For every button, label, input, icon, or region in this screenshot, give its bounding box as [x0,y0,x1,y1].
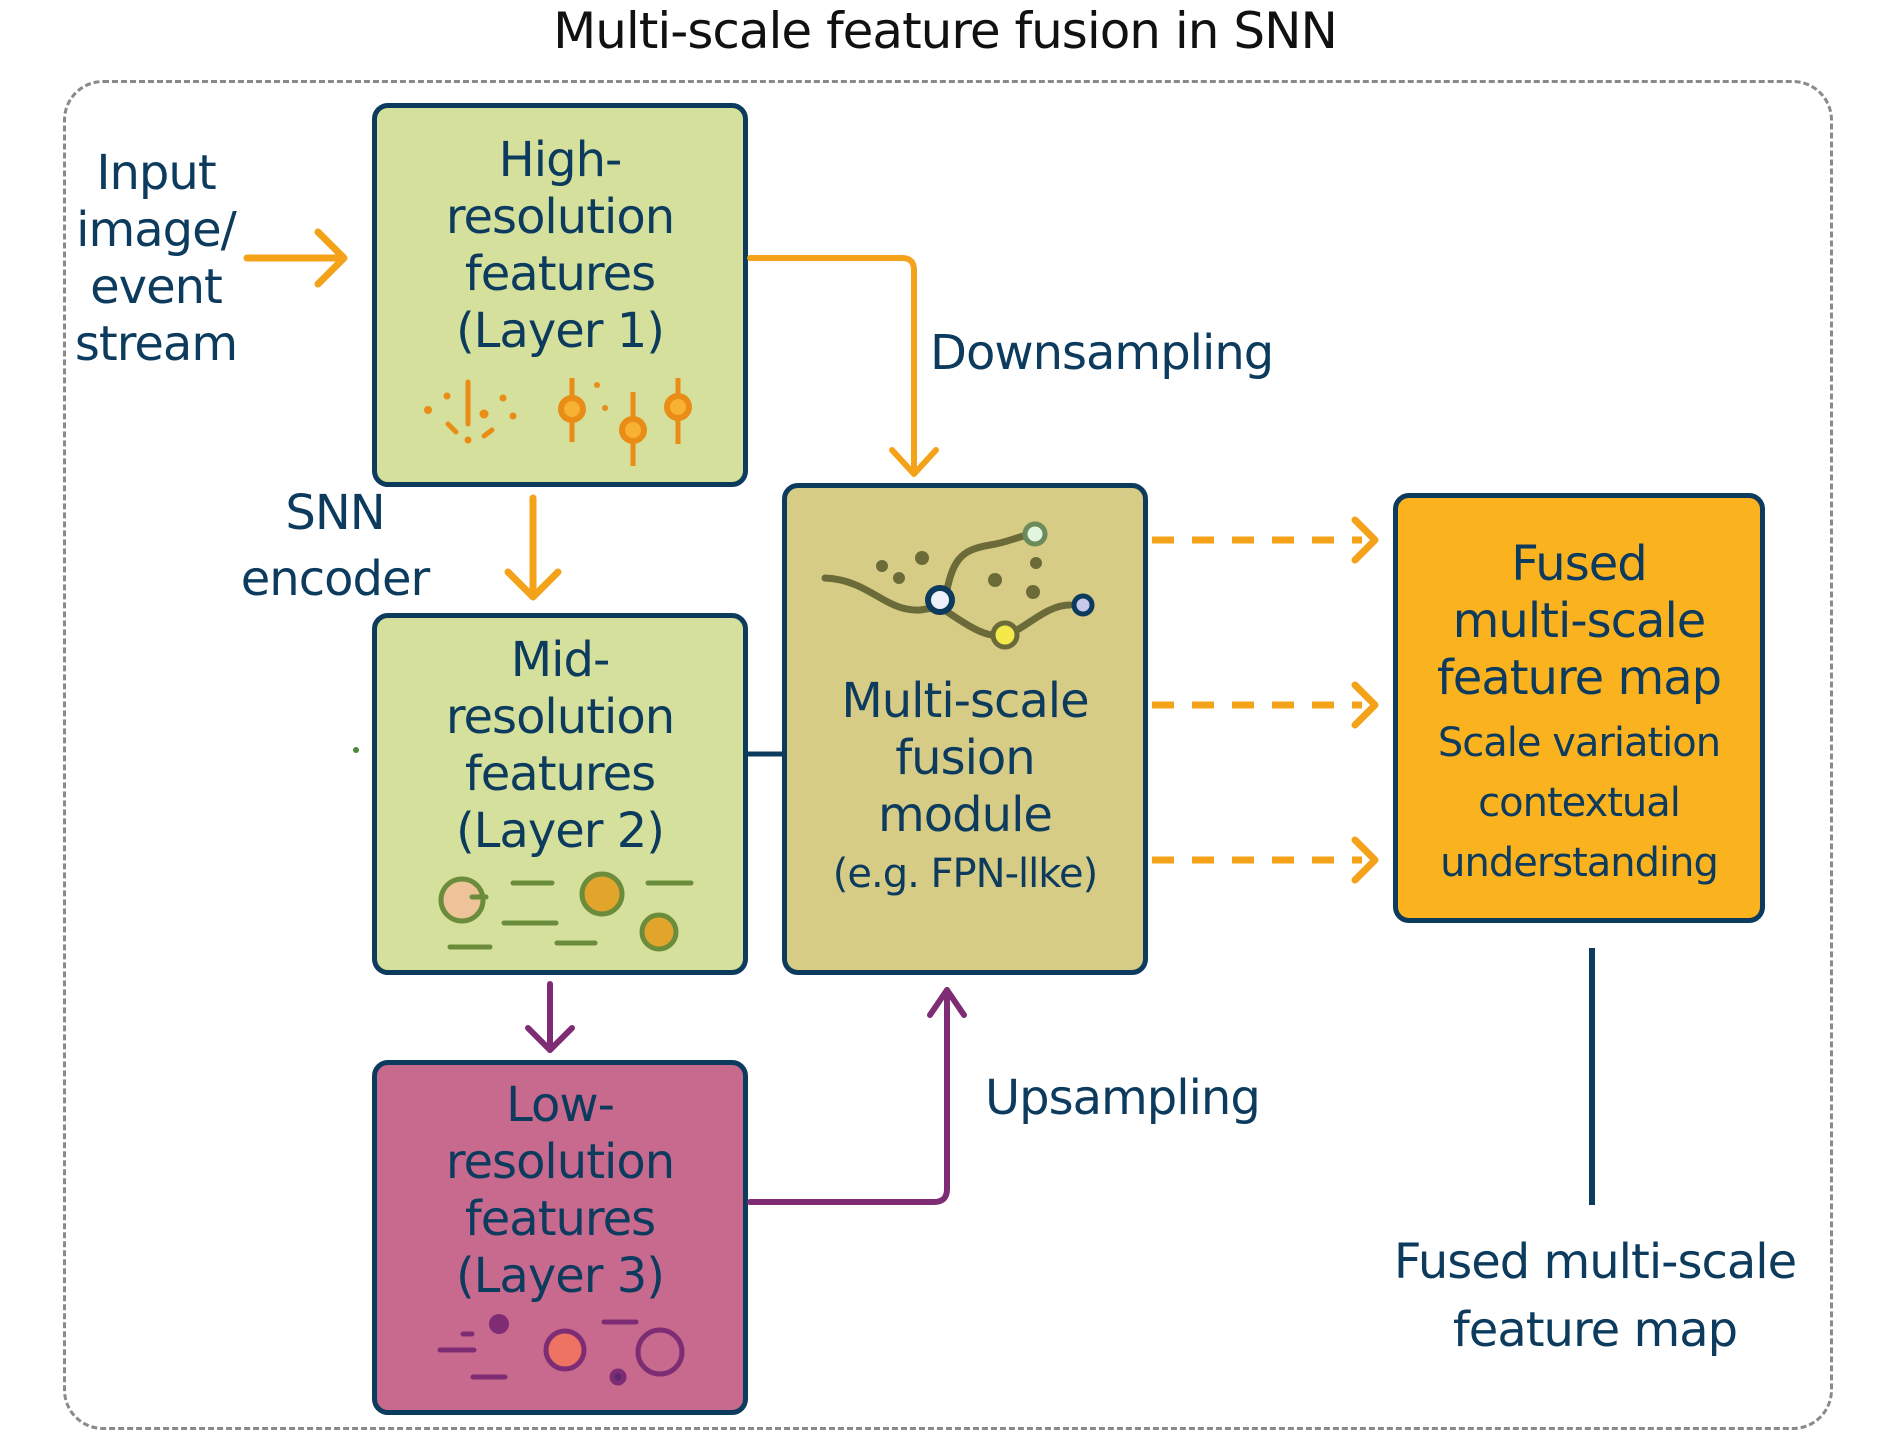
box-label-line: module [878,787,1053,843]
encoder-arrow-mid-to-low [525,981,575,1053]
box-label-line: (Layer 1) [455,303,665,359]
box-label-line: (Layer 2) [455,803,665,859]
box-sub-line: understanding [1440,840,1719,886]
low-features-icon [437,1314,685,1386]
fusion-module-box[interactable]: Multi-scale fusion module (e.g. FPN-llke… [782,483,1148,975]
fusion-note: (e.g. FPN-llke) [832,851,1098,897]
box-label-line: feature map [1436,650,1722,706]
input-label-line: stream [74,316,238,372]
box-label-line: Multi-scale [841,673,1089,729]
fusion-output-arrow [1152,836,1379,884]
box-sub-line: contextual [1478,780,1681,826]
downsampling-arrow [747,255,939,477]
upsampling-label: Upsampling [985,1070,1261,1126]
upsampling-arrow [747,987,967,1205]
encoder-arrow-high-to-mid [504,494,562,601]
fusion-output-arrow [1152,516,1379,564]
box-label-line: features [464,1191,656,1247]
box-label-line: resolution [445,189,675,245]
spike-events-icon [424,379,517,444]
box-label-line: features [464,746,656,802]
snn-encoder-label: SNN encoder [225,480,445,612]
box-label-line: multi-scale [1452,593,1707,649]
box-sub-line: Scale variation [1437,720,1721,766]
input-label: Input image/ event stream [66,145,246,373]
box-label-line: resolution [445,1134,675,1190]
box-label-line: resolution [445,689,675,745]
mid-features-icon [438,871,694,952]
box-label-line: Low- [506,1077,615,1133]
output-label: Fused multi-scale feature map [1330,1228,1860,1364]
dashed-frame [63,80,1833,1430]
mid-resolution-box[interactable]: Mid- resolution features (Layer 2) [372,613,748,975]
output-label-line: feature map [1452,1302,1738,1358]
input-label-line: image/ [76,202,237,258]
box-label-line: features [464,246,656,302]
high-resolution-box[interactable]: High- resolution features (Layer 1) [372,103,748,487]
fusion-output-arrow [1152,681,1379,729]
input-label-line: event [90,259,223,315]
spike-neurons-icon [558,378,692,466]
diagram-title: Multi-scale feature fusion in SNN [553,2,1338,60]
output-label-line: Fused multi-scale [1393,1234,1797,1290]
downsampling-label: Downsampling [930,325,1274,381]
box-label-line: High- [498,132,623,188]
encoder-label-line: SNN [285,485,385,541]
fusion-network-icon [821,521,1095,650]
box-label-line: fusion [895,730,1035,786]
box-label-line: (Layer 3) [455,1248,665,1304]
box-label-line: Mid- [510,632,611,688]
input-arrow [243,228,348,288]
box-label-line: Fused [1511,536,1647,592]
input-label-line: Input [96,145,216,201]
stray-dot [353,747,359,753]
fused-feature-map-box[interactable]: Fused multi-scale feature map Scale vari… [1393,493,1765,923]
encoder-label-line: encoder [240,551,430,607]
